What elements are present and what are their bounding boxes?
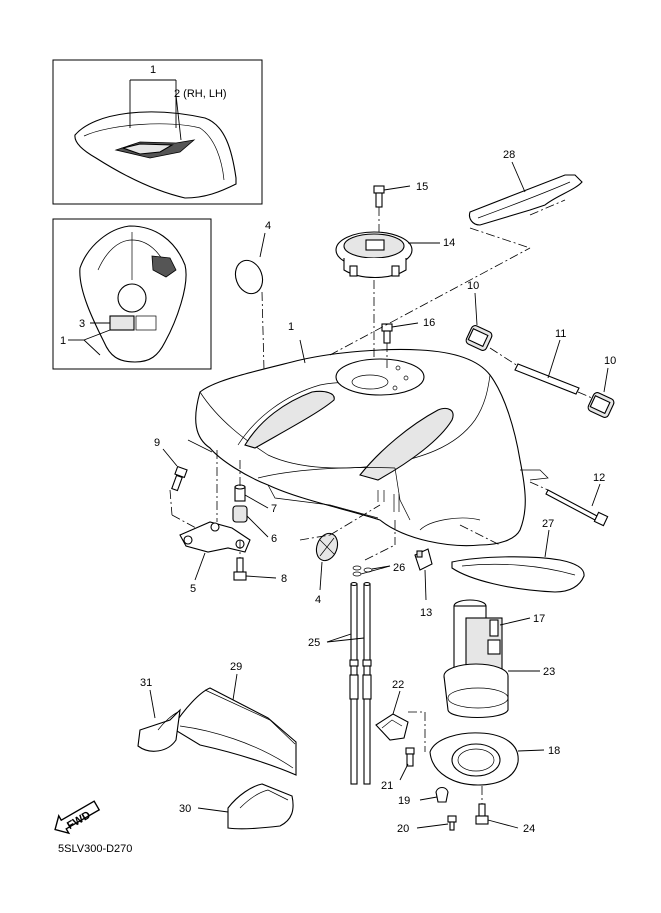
- callout-25: 25: [308, 637, 320, 649]
- callout-4-bottom: 4: [315, 594, 321, 606]
- part-7-collar: [216, 450, 269, 522]
- callout-16: 16: [423, 317, 435, 329]
- callout-20: 20: [397, 823, 409, 835]
- part-23-pump-body: [443, 663, 540, 718]
- callout-30: 30: [179, 803, 191, 815]
- part-9-bolt: [162, 448, 197, 529]
- callout-1-inset1: 1: [150, 64, 156, 76]
- callout-12: 12: [593, 472, 605, 484]
- part-27-cover: [451, 524, 585, 593]
- part-19-clip: [419, 786, 449, 803]
- part-21-bolt: [399, 712, 426, 781]
- callout-5: 5: [190, 583, 196, 595]
- part-5-bracket: [179, 521, 251, 581]
- part-29-heat-shield: [171, 673, 297, 776]
- fuel-tank: [187, 339, 549, 547]
- part-22-bracket: [375, 690, 425, 741]
- callout-10-b: 10: [604, 355, 616, 367]
- callout-2-inset1: 2 (RH, LH): [174, 88, 227, 100]
- part-30-cover: [197, 783, 294, 830]
- callout-17: 17: [533, 613, 545, 625]
- callout-8: 8: [281, 573, 287, 585]
- callout-4-top: 4: [265, 220, 271, 232]
- callout-15: 15: [416, 181, 428, 193]
- callout-18: 18: [548, 745, 560, 757]
- callout-31: 31: [140, 677, 152, 689]
- part-25-hoses: [326, 581, 372, 785]
- callout-22: 22: [392, 679, 404, 691]
- part-4-grommet-top: [234, 232, 266, 371]
- callout-7: 7: [271, 503, 277, 515]
- diagram-code: 5SLV300-D270: [58, 843, 132, 855]
- callout-11: 11: [555, 328, 566, 340]
- fwd-label: FWD: [65, 809, 93, 832]
- part-14-fuel-cap: [335, 231, 440, 360]
- inset-tank-cover-front: [52, 218, 212, 370]
- callout-28: 28: [503, 149, 515, 161]
- callout-24: 24: [523, 823, 535, 835]
- part-4-grommet-bottom: [299, 504, 381, 591]
- callout-26: 26: [393, 562, 405, 574]
- callout-19: 19: [398, 795, 410, 807]
- part-28-panel: [329, 161, 583, 356]
- part-24-bolt: [475, 786, 519, 829]
- part-11-shaft: [489, 339, 580, 395]
- callout-27: 27: [542, 518, 554, 530]
- callout-10-a: 10: [467, 280, 479, 292]
- part-15-bolt: [373, 185, 411, 232]
- callout-13: 13: [420, 607, 432, 619]
- part-18-gasket-plate: [429, 732, 545, 786]
- part-20-screw: [416, 815, 457, 831]
- callout-14: 14: [443, 237, 455, 249]
- part-6-damper: [232, 505, 269, 538]
- callout-29: 29: [230, 661, 242, 673]
- callout-21: 21: [381, 780, 393, 792]
- callout-9: 9: [154, 437, 160, 449]
- fwd-arrow-icon: [54, 800, 101, 835]
- part-10-damper-b: [577, 367, 615, 418]
- part-31-shield: [137, 689, 181, 752]
- inset-tank-cover-side: [52, 59, 263, 205]
- callout-23: 23: [543, 666, 555, 678]
- callout-1-inset2: 1: [60, 335, 66, 347]
- callout-6: 6: [271, 533, 277, 545]
- part-17-fuel-pump: [453, 599, 531, 677]
- callout-3-inset2: 3: [79, 318, 85, 330]
- part-16-bolt: [381, 322, 419, 368]
- part-12-bolt: [529, 481, 609, 527]
- callout-1-tank: 1: [288, 321, 294, 333]
- part-10-damper-a: [465, 292, 493, 351]
- part-8-bolt: [233, 540, 277, 581]
- part-26-clips: [352, 520, 396, 577]
- part-13-connector: [414, 548, 433, 601]
